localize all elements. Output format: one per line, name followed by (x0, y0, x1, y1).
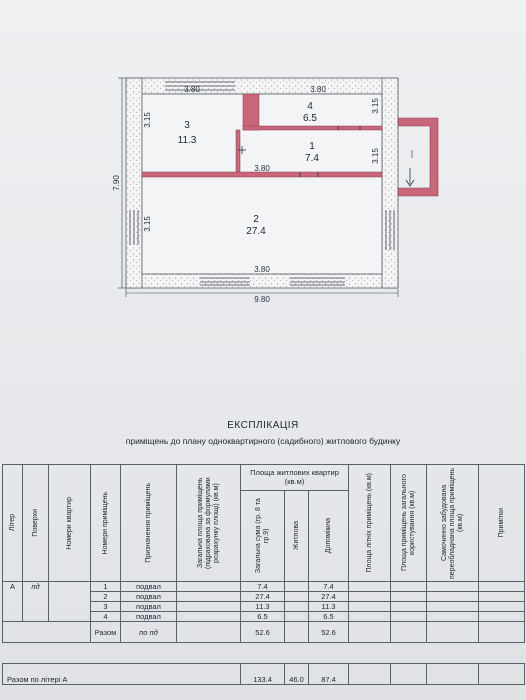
grand-total-label: Разом по літері А (2, 663, 241, 685)
room4-dim-top: 3.80 (310, 85, 326, 94)
header-row: Літер Поверхи Номери квартир Номери прим… (2, 464, 526, 582)
room3-area: 11.3 (178, 135, 197, 146)
room2-dim-side: 3.15 (143, 216, 152, 232)
col-floors: Поверхи (31, 509, 39, 537)
col-room-numbers: Номери приміщень (101, 491, 109, 555)
subtotal-aux: 52.6 (307, 621, 350, 643)
col-notes: Примітки (497, 508, 505, 538)
room-aux: 7.4 (307, 581, 350, 592)
room3-dim-top: 3.80 (184, 85, 200, 94)
outer-height-label: 7.90 (112, 175, 121, 191)
subheader-row: Загальна сума (гр. 8 та гр.9) Житлова До… (3, 489, 525, 583)
room-aux: 6.5 (307, 611, 350, 622)
room-total: 11.3 (240, 601, 285, 612)
room-number: 4 (90, 611, 121, 622)
spacer-row (2, 642, 525, 664)
col-living: Житлова (292, 521, 300, 551)
room-number: 1 (90, 581, 121, 592)
col-apt-numbers: Номери квартир (65, 496, 73, 550)
windows (129, 81, 395, 286)
room2-number: 2 (253, 214, 259, 225)
explication-title: ЕКСПЛІКАЦІЯ (227, 420, 299, 431)
floor-plan: 9.80 7.90 3.80 3.15 3 11.3 3.80 3.15 4 6… (112, 77, 439, 304)
col-total-sum: Загальна сума (гр. 8 та гр.9) (254, 498, 270, 574)
room3-number: 3 (184, 120, 190, 131)
col-room-purpose: Призначення приміщень (144, 483, 152, 563)
room1-dim-side: 3.15 (371, 148, 380, 164)
room4-dim-side: 3.15 (371, 98, 380, 114)
room-total: 27.4 (240, 591, 285, 602)
floor-value: пд (22, 581, 49, 622)
grand-total-total: 133.4 (240, 663, 285, 685)
grand-total-aux: 87.4 (307, 663, 350, 685)
col-living-area-group: Площа житлових квартир (кв.м) (250, 468, 339, 487)
col-common-use: Площа приміщень загального користування … (400, 474, 416, 572)
col-self-built: Самочинно забудована переобладнана площа… (440, 467, 464, 579)
col-auxiliary: Допоміжна (324, 518, 332, 554)
room-total: 6.5 (240, 611, 285, 622)
subtotal-floor: по пд (120, 621, 177, 643)
subtotal-row: Разом по пд 52.6 52.6 (2, 621, 526, 643)
room2-dim-bottom: 3.80 (254, 265, 270, 274)
liter-value: А (2, 581, 23, 622)
room2-area: 27.4 (246, 226, 266, 237)
subtotal-total: 52.6 (240, 621, 285, 643)
explication-subtitle: приміщень до плану одноквартирного (сади… (125, 436, 401, 446)
door-marks (238, 126, 361, 177)
exterior-walls (125, 77, 399, 289)
table-row: 2 подвал 27.4 27.4 (3, 591, 526, 602)
explication-table: Літер Поверхи Номери квартир Номери прим… (2, 464, 526, 685)
grand-total-row: Разом по літері А 133.4 46.0 87.4 (2, 663, 526, 685)
table-row: А пд 1 подвал 7.4 7.4 (2, 581, 526, 622)
dimension-lines (118, 77, 399, 297)
interior-partitions (141, 93, 383, 178)
subtotal-label: Разом (90, 621, 121, 643)
room-total: 7.4 (240, 581, 285, 592)
room3-dim-side: 3.15 (143, 112, 152, 128)
room-aux: 11.3 (307, 601, 350, 612)
col-liter: Літер (8, 514, 16, 532)
outer-width-label: 9.80 (254, 295, 270, 304)
room-aux: 27.4 (307, 591, 350, 602)
grand-total-living: 46.0 (284, 663, 309, 685)
room4-area: 6.5 (303, 113, 317, 124)
room-purpose: подвал (120, 581, 177, 592)
entrance-porch (397, 117, 439, 197)
room1-number: 1 (309, 141, 315, 152)
room-number: 2 (90, 591, 121, 602)
room1-dim-bottom: 3.80 (254, 164, 270, 173)
room-purpose: подвал (120, 611, 177, 622)
room-purpose: подвал (120, 591, 177, 602)
room1-area: 7.4 (305, 153, 319, 164)
room-purpose: подвал (120, 601, 177, 612)
room4-number: 4 (307, 101, 313, 112)
col-summer-rooms: Площа літніх приміщень (кв.м) (365, 473, 373, 573)
col-total-area: Загальна площа приміщень (підрахована за… (196, 477, 220, 569)
room-number: 3 (90, 601, 121, 612)
